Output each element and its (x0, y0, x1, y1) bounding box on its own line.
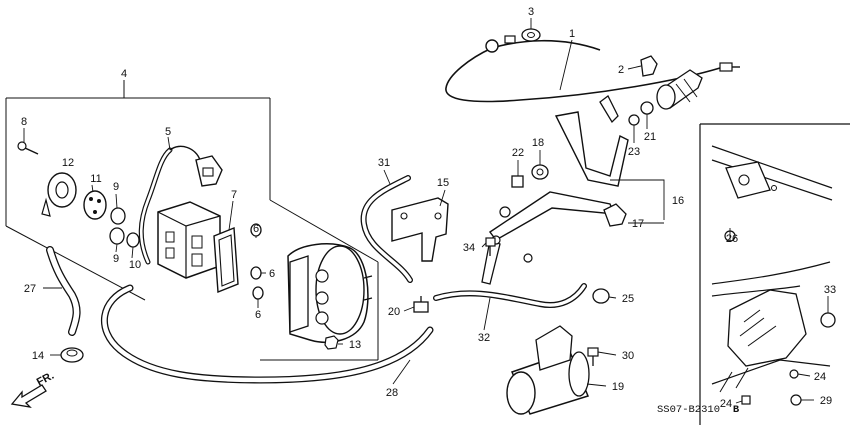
throttle-cable (445, 35, 740, 103)
part-2-clip (640, 55, 658, 77)
part-25-grommet (592, 288, 610, 304)
part-16-bracket (481, 95, 629, 285)
callout-34: 34 (463, 242, 475, 254)
callout-13: 13 (349, 339, 361, 351)
callout-12: 12 (62, 157, 74, 169)
callout-25: 25 (622, 293, 634, 305)
part-34-bolt (485, 237, 496, 256)
callout-27: 27 (24, 283, 36, 295)
callout-22: 22 (512, 147, 524, 159)
callout-29: 29 (820, 395, 832, 407)
part-14-grommet (60, 347, 84, 363)
cable-boot (656, 69, 703, 110)
callout-28: 28 (386, 387, 398, 399)
part-6-ring-c (252, 286, 264, 300)
callout-32: 32 (478, 332, 490, 344)
callout-23: 23 (628, 146, 640, 158)
part-12-pulley (41, 172, 77, 217)
callout-17: 17 (632, 218, 644, 230)
callout-16: 16 (672, 195, 684, 207)
part-9-ring-lower (109, 227, 125, 245)
part-15-bracket (391, 197, 449, 262)
part-19-canister (506, 325, 590, 415)
part-11-plate (83, 190, 107, 220)
callout-labels: 1 2 3 4 5 6 6 6 7 8 9 9 10 11 12 13 14 1… (21, 6, 836, 410)
callout-8: 8 (21, 116, 27, 128)
part-30-bolt (587, 347, 599, 366)
callout-18: 18 (532, 137, 544, 149)
diagram-code-suffix: B (733, 404, 740, 416)
front-direction-indicator: FR. (10, 370, 56, 408)
part-18-collar (531, 164, 549, 180)
front-arrow-icon (10, 384, 47, 408)
callout-9-lower: 9 (113, 253, 119, 265)
part-8-bolt (17, 141, 39, 155)
diagram-code: SS07-B2310 B (657, 404, 740, 416)
assembly-4-bracket (5, 80, 379, 361)
part-5-harness (138, 145, 223, 265)
part-22-collar (511, 175, 524, 188)
callout-6-lower: 6 (255, 309, 261, 321)
callout-7: 7 (231, 189, 237, 201)
callout-15: 15 (437, 177, 449, 189)
actuator (287, 243, 373, 343)
callout-1: 1 (569, 28, 575, 40)
callout-9-upper: 9 (113, 181, 119, 193)
part-32-hose (433, 283, 587, 308)
callout-6-upper: 6 (253, 223, 259, 235)
part-13-nut (324, 335, 339, 350)
callout-5: 5 (165, 126, 171, 138)
callout-10: 10 (129, 259, 141, 271)
callout-20: 20 (388, 306, 400, 318)
callout-11: 11 (90, 173, 101, 185)
callout-14: 14 (32, 350, 44, 362)
part-7-gasket (213, 226, 239, 294)
callout-33: 33 (824, 284, 836, 296)
callout-2: 2 (618, 64, 624, 76)
control-box (157, 201, 221, 279)
part-23-washer (628, 114, 640, 126)
part-3-grommet (521, 28, 541, 42)
part-9-ring-upper (110, 207, 126, 225)
callout-21: 21 (644, 131, 656, 143)
callout-31: 31 (378, 157, 390, 169)
part-17-clip (603, 203, 627, 227)
part-21-washer (640, 101, 654, 115)
inset-body-view (699, 123, 850, 425)
part-20-joint (413, 296, 429, 313)
callout-24-upper: 24 (814, 371, 826, 383)
front-label: FR. (35, 370, 56, 389)
callout-24-lower: 24 (720, 398, 732, 410)
part-10-ring (126, 232, 140, 248)
callout-4: 4 (121, 68, 127, 80)
callout-6-middle: 6 (269, 268, 275, 280)
part-6-ring-b (250, 266, 262, 280)
part-27-pipe (46, 246, 81, 336)
callout-26: 26 (726, 233, 738, 245)
part-28-hose (101, 284, 434, 384)
callout-3: 3 (528, 6, 534, 18)
callout-19: 19 (612, 381, 624, 393)
leader-lines (23, 18, 829, 404)
part-31-hose (360, 175, 413, 283)
callout-30: 30 (622, 350, 634, 362)
diagram-code-text: SS07-B2310 (657, 404, 720, 416)
